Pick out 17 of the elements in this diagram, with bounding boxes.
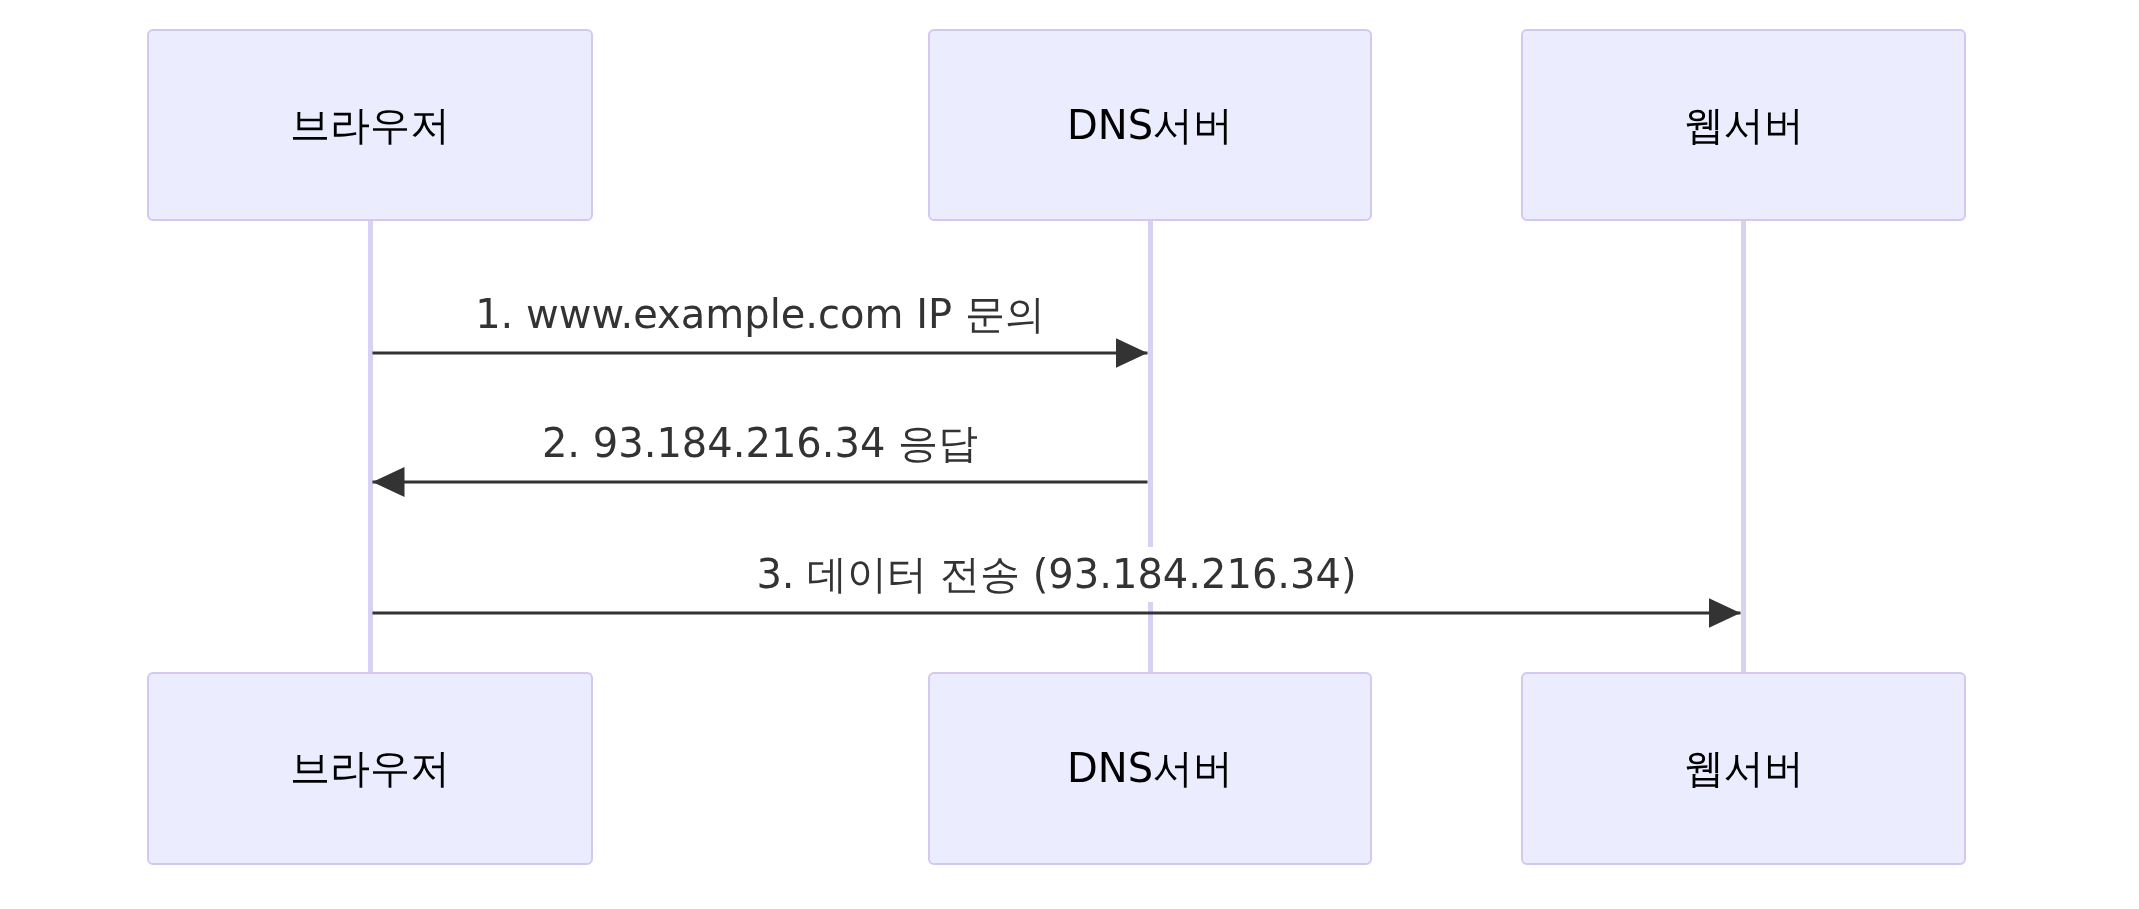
participant-box: [1521, 672, 1966, 865]
message-arrow: [372, 338, 1148, 368]
participant-name: DNS서버: [1066, 100, 1234, 150]
participant-box: [1521, 29, 1966, 221]
participant-box: [147, 29, 593, 221]
lifeline: [1740, 221, 1746, 672]
participant-box: [147, 672, 593, 865]
participant-name: 웹서버: [1683, 744, 1804, 793]
message-arrow: [372, 467, 1148, 497]
participant-box: [928, 29, 1372, 221]
participant-name: 브라우저: [290, 100, 450, 150]
participant-name: DNS서버: [1066, 744, 1234, 793]
lifeline: [367, 221, 373, 672]
message-arrow: [372, 598, 1741, 628]
participant-name: 브라우저: [290, 744, 450, 793]
participant-box: [928, 672, 1372, 865]
participant-name: 웹서버: [1683, 100, 1804, 150]
